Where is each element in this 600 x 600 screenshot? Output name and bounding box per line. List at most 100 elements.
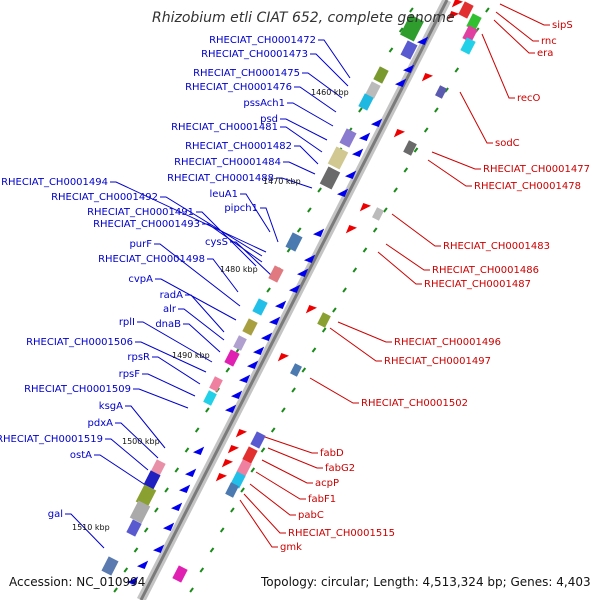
forward-gene-arrow — [403, 64, 415, 73]
forward-label-connector — [137, 321, 213, 363]
reverse-gene-arrow — [221, 459, 233, 468]
forward-label-connector — [240, 193, 271, 233]
tick-mark — [291, 387, 296, 393]
reverse-gene-block — [317, 312, 331, 328]
forward-gene-arrow — [269, 316, 281, 325]
tick-mark — [184, 447, 190, 453]
forward-gene-arrow — [345, 170, 357, 179]
reverse-label-connector — [427, 159, 472, 187]
tick-mark — [209, 547, 215, 553]
forward-label-rheciat-ch0001509: RHECIAT_CH0001509 — [24, 384, 131, 395]
reverse-label-gmk: gmk — [280, 542, 302, 553]
forward-label-connector — [318, 39, 351, 79]
tick-mark — [352, 267, 358, 273]
reverse-label-sodc: sodC — [495, 138, 520, 149]
reverse-label-connector — [267, 447, 323, 469]
forward-gene-arrow — [261, 332, 273, 341]
forward-label-connector — [155, 278, 237, 321]
tick-mark — [311, 347, 317, 353]
tick-mark — [307, 207, 312, 213]
reverse-label-rheciat-ch0001487: RHECIAT_CH0001487 — [424, 279, 531, 290]
forward-label-connector — [280, 118, 328, 141]
forward-gene-block — [339, 128, 357, 148]
reverse-label-connector — [309, 377, 359, 404]
tick-mark — [199, 567, 205, 573]
forward-label-connector — [185, 294, 225, 333]
forward-gene-arrow — [417, 36, 429, 45]
reverse-gene-block — [250, 431, 266, 449]
forward-label-connector — [135, 341, 207, 373]
forward-label-connector — [94, 454, 145, 485]
forward-label-rheciat-ch0001475: RHECIAT_CH0001475 — [193, 68, 300, 79]
forward-gene-arrow — [304, 254, 316, 263]
tick-mark — [393, 187, 398, 193]
forward-label-connector — [142, 373, 196, 397]
forward-label-connector — [283, 161, 316, 175]
forward-label-connector — [154, 243, 241, 307]
reverse-gene-arrow — [345, 225, 357, 234]
tick-mark — [189, 587, 194, 593]
scale-tick-label: 1500 kbp — [122, 437, 160, 446]
tick-mark — [281, 407, 286, 413]
reverse-label-connector — [459, 91, 493, 144]
tick-mark — [423, 127, 429, 133]
forward-gene-arrow — [297, 268, 309, 277]
tick-mark — [225, 367, 231, 373]
reverse-gene-block — [172, 565, 188, 583]
forward-label-connector — [183, 323, 221, 353]
forward-gene-arrow — [193, 446, 205, 455]
forward-label-rheciat-ch0001492: RHECIAT_CH0001492 — [51, 192, 158, 203]
forward-label-pssach1: pssAch1 — [243, 98, 285, 109]
reverse-label-connector — [495, 11, 539, 42]
reverse-gene-arrow — [305, 305, 317, 314]
forward-gene-block — [285, 232, 303, 252]
forward-label-rheciat-ch0001491: RHECIAT_CH0001491 — [87, 207, 194, 218]
tick-mark — [205, 407, 210, 413]
reverse-label-connector — [493, 19, 535, 54]
genome-summary-text: Topology: circular; Length: 4,513,324 bp… — [260, 575, 591, 589]
forward-gene-block — [358, 93, 374, 111]
forward-gene-arrow — [225, 404, 237, 413]
forward-gene-block — [203, 390, 217, 406]
forward-label-rheciat-ch0001476: RHECIAT_CH0001476 — [185, 82, 292, 93]
forward-gene-block — [373, 66, 389, 84]
forward-gene-block — [143, 470, 161, 490]
tick-mark — [388, 47, 394, 53]
forward-gene-block — [327, 146, 349, 170]
forward-label-pdxa: pdxA — [88, 418, 114, 429]
forward-label-purf: purF — [129, 239, 152, 250]
forward-gene-block — [400, 14, 424, 42]
scale-tick-label: 1490 kbp — [172, 351, 210, 360]
forward-gene-arrow — [337, 188, 349, 197]
forward-label-connector — [302, 72, 343, 99]
forward-label-rheciat-ch0001472: RHECIAT_CH0001472 — [209, 35, 316, 46]
forward-label-rpsf: rpsF — [119, 369, 141, 380]
tick-mark — [317, 187, 322, 193]
forward-label-cyss: cysS — [205, 237, 228, 248]
tick-mark — [270, 427, 276, 433]
tick-mark — [143, 527, 149, 533]
reverse-strand-labels: sipSrncerarecOsodCRHECIAT_CH0001477RHECI… — [280, 20, 590, 553]
reverse-label-connector — [261, 459, 313, 484]
tick-mark — [372, 227, 378, 233]
forward-label-dnab: dnaB — [155, 319, 181, 330]
forward-gene-block — [126, 519, 142, 537]
forward-label-connector — [133, 388, 189, 409]
forward-label-ksga: ksgA — [99, 401, 123, 412]
tick-mark — [123, 567, 129, 573]
reverse-label-connector — [255, 471, 306, 500]
scale-tick-label: 1510 kbp — [72, 523, 110, 532]
tick-mark — [219, 527, 225, 533]
reverse-gene-block — [435, 85, 447, 99]
reverse-gene-arrow — [235, 429, 247, 438]
forward-gene-arrow — [179, 484, 191, 493]
forward-label-alr: alr — [163, 304, 177, 315]
reverse-label-connector — [499, 3, 550, 26]
accession-text: Accession: NC_010994 — [9, 575, 145, 589]
reverse-gene-arrow — [359, 203, 371, 212]
scale-tick-label: 1480 kbp — [220, 265, 258, 274]
tick-mark — [332, 307, 337, 313]
tick-mark — [358, 107, 363, 113]
forward-label-connector — [276, 177, 313, 189]
